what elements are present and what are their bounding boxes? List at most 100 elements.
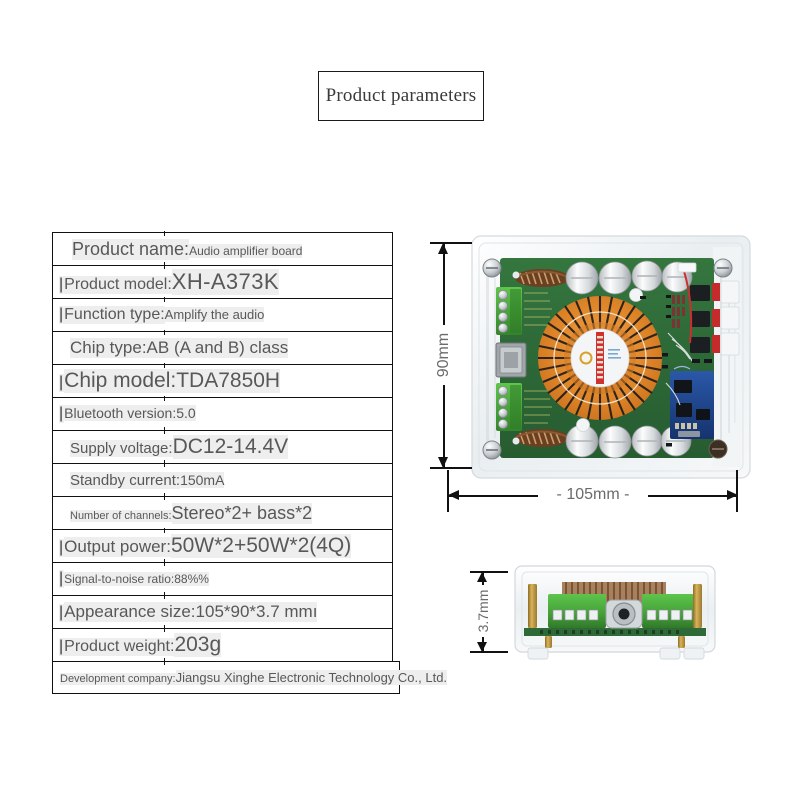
row-marker: | — [59, 604, 65, 622]
dimension-extension-line — [447, 470, 449, 512]
column-divider-tick — [164, 330, 165, 335]
page-title-box: Product parameters — [318, 71, 484, 121]
row-label: Product name: — [72, 238, 190, 260]
terminal-block-top — [496, 287, 522, 335]
row-label: Appearance size: — [64, 602, 196, 622]
table-row: Standby current: 150mA — [52, 462, 393, 498]
red-wire — [683, 270, 693, 344]
row-value: 150mA — [180, 471, 225, 488]
product-photo-top-view — [471, 235, 751, 479]
row-value: 50W*2+50W*2(4Q) — [170, 534, 352, 558]
table-row: | Output power: 50W*2+50W*2(4Q) — [52, 528, 393, 564]
row-value: XH-A373K — [171, 269, 279, 295]
row-marker: | — [59, 539, 65, 557]
dimension-extension-line — [430, 467, 472, 469]
row-value: Jiangsu Xinghe Electronic Technology Co.… — [175, 670, 448, 685]
usb-connector — [495, 342, 527, 378]
table-row: Chip type: AB (A and B) class — [52, 330, 393, 364]
row-label: Supply voltage: — [70, 440, 173, 457]
column-divider-tick — [164, 462, 165, 467]
row-value: AB (A and B) class — [146, 338, 289, 358]
table-row: | Bluetooth version: 5.0 — [52, 396, 393, 432]
row-label: Chip type: — [70, 338, 147, 358]
row-value: Stereo*2+ bass*2 — [171, 502, 313, 524]
dimension-extension-line — [430, 242, 472, 244]
column-divider-tick — [164, 297, 165, 302]
row-marker: | — [59, 306, 65, 324]
row-value: TDA7850H — [176, 369, 281, 393]
pin-header — [672, 295, 685, 328]
toroidal-inductor-bottom — [515, 429, 569, 447]
plastic-standoff — [576, 418, 590, 432]
product-photo-side-view — [514, 565, 716, 660]
mounting-screws — [482, 258, 733, 460]
column-divider-tick — [164, 429, 165, 434]
column-divider-tick — [164, 363, 165, 368]
case-feet — [527, 647, 705, 660]
row-label: Number of channels: — [70, 509, 172, 522]
table-row: | Appearance size: 105*90*3.7 mmı — [52, 594, 393, 630]
table-row: Number of channels: Stereo*2+ bass*2 — [52, 495, 393, 529]
row-value: Audio amplifier board — [189, 243, 303, 258]
bluetooth-module — [670, 365, 714, 439]
column-divider-tick — [164, 264, 165, 269]
row-label: Function type: — [64, 306, 165, 324]
arrow-right-icon — [727, 490, 738, 500]
row-label: Product weight: — [64, 638, 175, 656]
table-row: | Chip model: TDA7850H — [52, 363, 393, 397]
table-row: Supply voltage: DC12-14.4V — [52, 429, 393, 465]
column-divider-tick — [164, 495, 165, 500]
column-divider-tick — [164, 594, 165, 599]
row-value: Amplify the audio — [164, 307, 265, 322]
arrow-down-icon — [438, 457, 448, 468]
row-label: Development company: — [60, 673, 176, 685]
pcb-traces — [524, 292, 552, 424]
jst-connector — [677, 262, 697, 273]
terminal-block-left-side — [548, 594, 606, 628]
row-value: 105*90*3.7 mmı — [195, 602, 318, 622]
fan-label-microtext — [608, 349, 621, 359]
plastic-standoff — [629, 288, 643, 302]
fan-label-ticks — [597, 336, 603, 379]
acrylic-side-wall — [713, 247, 741, 467]
table-row: | Signal-to-noise ratio: 88%% — [52, 561, 393, 597]
row-marker: | — [59, 276, 65, 294]
row-label: Standby current: — [70, 471, 181, 489]
terminal-block-bottom — [496, 383, 522, 431]
plastic-standoff — [512, 437, 520, 445]
page-title: Product parameters — [325, 85, 477, 106]
heatsink — [538, 296, 662, 420]
row-label: Signal-to-noise ratio: — [64, 572, 175, 586]
center-connector — [605, 599, 643, 629]
row-value: 203g — [174, 633, 222, 657]
table-row: Product name: Audio amplifier board — [52, 231, 393, 267]
column-divider-tick — [164, 561, 165, 566]
column-divider-tick — [164, 396, 165, 401]
dimension-width-label: - 105mm - — [538, 486, 648, 504]
red-connectors — [712, 283, 720, 353]
row-marker: | — [59, 570, 65, 588]
table-row: Development company: Jiangsu Xinghe Elec… — [52, 660, 448, 694]
capacitor-row-bottom — [565, 424, 692, 459]
white-connectors — [720, 280, 740, 356]
fan-label-logo — [579, 351, 593, 365]
table-row: | Function type: Amplify the audio — [52, 297, 393, 331]
dimension-height-label: 90mm — [435, 325, 453, 385]
brass-standoffs — [528, 584, 702, 648]
terminal-block-right-side — [642, 594, 700, 628]
pcb-edge-pins — [540, 630, 679, 634]
plastic-standoff — [512, 271, 520, 279]
row-marker: | — [59, 405, 65, 423]
row-label: Chip model: — [64, 369, 177, 393]
dimension-extension-line — [470, 571, 508, 573]
row-label: Output power: — [64, 537, 171, 557]
row-value: 5.0 — [176, 405, 196, 421]
column-divider-tick — [164, 528, 165, 533]
power-transistors — [690, 285, 710, 353]
row-label: Product model: — [64, 276, 172, 294]
arrow-left-icon — [448, 490, 459, 500]
arrow-up-icon — [477, 572, 487, 582]
row-label: Bluetooth version: — [64, 405, 177, 421]
dimension-thickness-label: 3.7mm — [475, 585, 491, 637]
column-divider-tick — [164, 627, 165, 632]
